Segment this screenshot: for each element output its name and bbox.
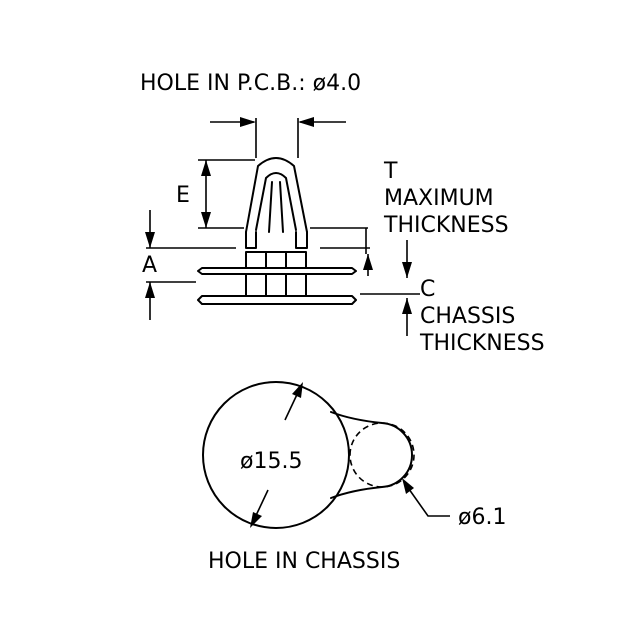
c-label: C xyxy=(420,277,435,302)
side-view: HOLE IN P.C.B.: ø4.0 E T MAXIMUM THICKNE… xyxy=(140,71,545,356)
extension-lines xyxy=(146,118,420,295)
snap-head-slot xyxy=(268,181,284,233)
large-dia-label: ø15.5 xyxy=(240,449,302,474)
a-dim-arrow-top xyxy=(145,232,155,248)
small-hole-hidden-arc xyxy=(349,422,415,488)
mid-stem xyxy=(245,273,307,297)
e-dim-arrow-top xyxy=(201,160,211,176)
pcb-dim-arrow-left xyxy=(240,117,256,127)
upper-flange xyxy=(197,267,357,275)
a-dim-arrow-bottom xyxy=(145,282,155,298)
stem xyxy=(245,251,307,269)
pcb-hole-label: HOLE IN P.C.B.: ø4.0 xyxy=(140,71,361,96)
small-dia-leader xyxy=(403,481,450,517)
max-thickness-label: THICKNESS xyxy=(383,213,509,238)
snap-head-outer xyxy=(245,157,308,233)
small-hole-visible-arc xyxy=(330,411,414,499)
e-label: E xyxy=(176,183,190,208)
e-dim-arrow-bottom xyxy=(201,212,211,228)
maximum-label: MAXIMUM xyxy=(384,186,494,211)
large-dia-arrow-top xyxy=(292,382,303,398)
large-dia-arrow-bottom xyxy=(250,512,262,528)
c-dim-arrow-bottom xyxy=(402,298,412,314)
c-dim-arrow-top xyxy=(402,262,412,278)
large-hole-circle xyxy=(202,381,350,529)
pcb-dim-arrow-right xyxy=(298,117,314,127)
lower-flange xyxy=(197,295,357,305)
t-label: T xyxy=(383,159,398,184)
a-label: A xyxy=(142,253,157,278)
head-base xyxy=(245,231,308,249)
small-dia-arrow xyxy=(402,478,414,494)
chassis-hole-label: HOLE IN CHASSIS xyxy=(208,549,400,574)
chassis-thickness-label: THICKNESS xyxy=(419,331,545,356)
small-dia-label: ø6.1 xyxy=(458,505,506,530)
chassis-hole-view: ø15.5 ø6.1 HOLE IN CHASSIS xyxy=(202,381,506,574)
snap-head-inner xyxy=(255,172,297,231)
chassis-label: CHASSIS xyxy=(420,304,515,329)
t-dim-arrow xyxy=(363,254,373,270)
